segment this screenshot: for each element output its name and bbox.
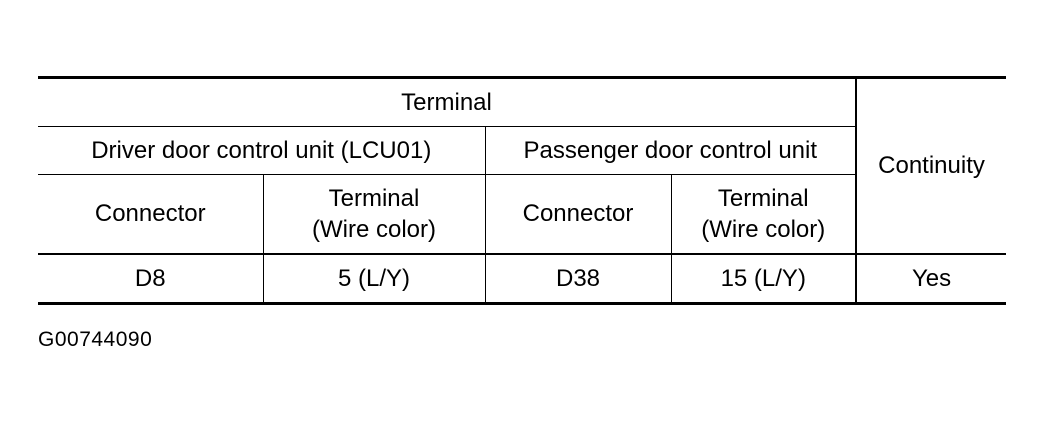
sub-header-row: Connector Terminal (Wire color) Connecto… xyxy=(38,174,1006,255)
terminal-label: Terminal xyxy=(328,185,420,212)
passenger-connector-cell: D38 xyxy=(484,253,672,305)
terminal-label: Terminal xyxy=(717,185,809,212)
driver-connector-cell: D8 xyxy=(38,253,264,305)
continuity-header: Continuity xyxy=(855,76,1007,255)
wire-color-label: (Wire color) xyxy=(312,216,436,243)
continuity-spec-table: Terminal Continuity Driver door control … xyxy=(38,76,1007,305)
continuity-cell: Yes xyxy=(855,253,1007,305)
figure-code: G00744090 xyxy=(38,328,153,351)
passenger-terminal-header: Terminal (Wire color) xyxy=(670,174,857,255)
driver-terminal-cell: 5 (L/Y) xyxy=(262,253,486,305)
driver-connector-header: Connector xyxy=(38,174,264,255)
passenger-unit-header: Passenger door control unit xyxy=(484,126,857,175)
passenger-terminal-cell: 15 (L/Y) xyxy=(670,253,857,305)
passenger-connector-header: Connector xyxy=(484,174,672,255)
driver-unit-header: Driver door control unit (LCU01) xyxy=(38,126,486,175)
unit-header-row: Driver door control unit (LCU01) Passeng… xyxy=(38,126,1006,175)
wire-color-label: (Wire color) xyxy=(701,216,826,243)
table-row: D8 5 (L/Y) D38 15 (L/Y) Yes xyxy=(38,253,1007,305)
terminal-header: Terminal xyxy=(38,76,857,127)
driver-terminal-header: Terminal (Wire color) xyxy=(262,174,486,255)
table-header-row: Terminal Continuity xyxy=(38,76,1007,255)
